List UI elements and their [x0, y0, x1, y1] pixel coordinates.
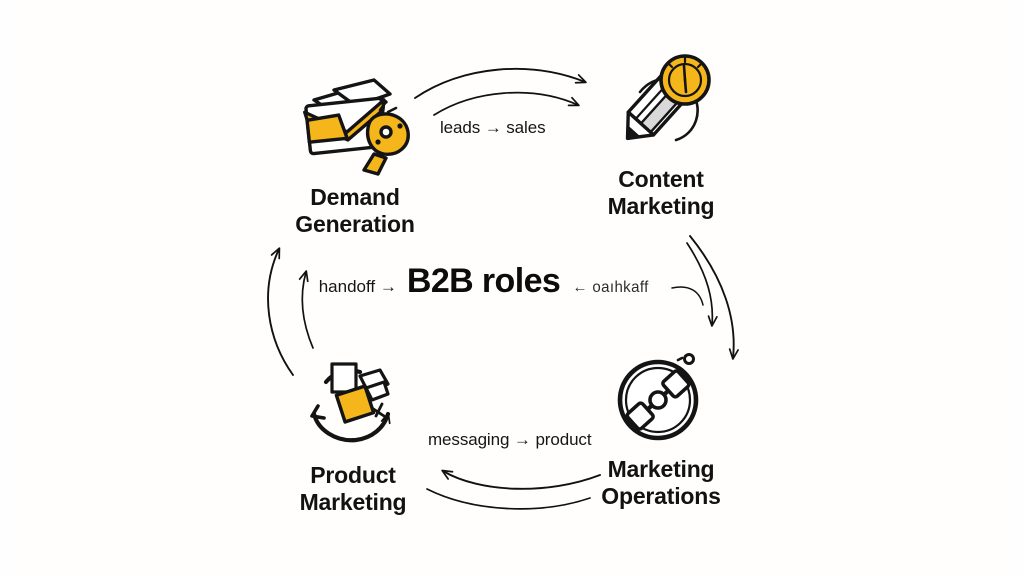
center-handoff-right-label: ← oaıhkaff — [572, 279, 649, 296]
arc-label-leads-sales: leads → sales — [440, 118, 546, 137]
node-label-marketing-operations: Marketing Operations — [601, 456, 721, 510]
node-label-demand-generation: Demand Generation — [295, 184, 415, 238]
node-label-content-marketing: Content Marketing — [607, 166, 715, 220]
arc-content-to-operations — [686, 235, 739, 360]
refresh-package-icon — [288, 348, 418, 458]
arc-product-to-demand — [267, 247, 314, 376]
diagram-center-title: B2B roles — [406, 262, 561, 300]
arc-messaging-to-product — [426, 469, 601, 510]
node-marketing-operations[interactable]: Marketing Operations — [546, 342, 776, 510]
pencil-clock-icon — [596, 52, 726, 162]
center-title-group: handoff → B2B roles ← oaıhkaff — [250, 262, 720, 314]
arc-label-messaging-product: messaging → product — [428, 430, 592, 449]
settings-dial-icon — [596, 342, 726, 452]
arc-leads-to-sales — [414, 68, 587, 116]
diagram-panel — [20, 0, 1004, 576]
node-product-marketing[interactable]: Product Marketing — [238, 348, 468, 516]
arc-center-right-connector — [671, 286, 704, 306]
node-demand-generation[interactable]: Demand Generation — [240, 70, 470, 238]
envelope-megaphone-icon — [290, 70, 420, 180]
node-content-marketing[interactable]: Content Marketing — [546, 52, 776, 220]
center-handoff-left-label: handoff → — [318, 277, 397, 296]
node-label-product-marketing: Product Marketing — [299, 462, 407, 516]
